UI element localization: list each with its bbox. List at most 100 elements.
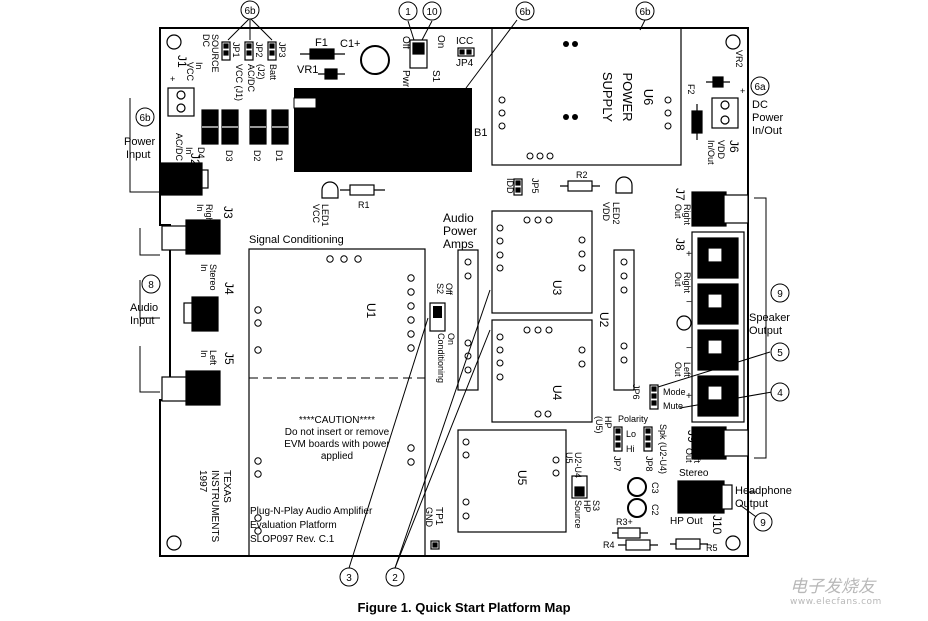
top-components <box>159 39 739 199</box>
jp7-label: JP7 <box>612 456 622 472</box>
jp2-label: JP2 <box>254 42 264 58</box>
j1-in-label: In <box>194 62 204 70</box>
callout-5-text: 5 <box>777 348 783 359</box>
ti-line1: TEXAS <box>221 470 232 503</box>
output-labels: J7 Right Out J8 Right Out + − − + Left O… <box>424 188 724 553</box>
j8-minus: − <box>686 297 692 308</box>
amps-label-3: Amps <box>443 237 474 251</box>
watermark-url: www.elecfans.com <box>790 597 882 607</box>
vcc-j1-label: VCC (J1) <box>234 64 244 101</box>
signal-conditioning-label: Signal Conditioning <box>249 234 344 246</box>
s3-source-label: Source <box>573 500 583 529</box>
ti-line3: 1997 <box>197 470 208 493</box>
caution-line1: Do not insert or remove <box>285 427 390 438</box>
callout-numbers: 6b 1 10 6b 6b 6b 6a 8 9 5 4 9 3 2 <box>139 6 783 584</box>
c3-label: C3 <box>650 482 660 494</box>
j4-in-label: In <box>199 264 209 272</box>
callout-4-text: 4 <box>777 388 783 399</box>
audio-input-jacks <box>161 219 221 406</box>
s2-off-label: Off <box>444 283 454 295</box>
hp-out-label: HP Out <box>670 516 703 527</box>
callout-1-text: 1 <box>405 7 411 18</box>
vr2-label: VR2 <box>734 50 744 68</box>
d4-label: D4 <box>196 147 206 159</box>
callout-10 <box>422 1 442 21</box>
figure-caption: Figure 1. Quick Start Platform Map <box>357 600 571 615</box>
j5-label: J5 <box>222 352 236 365</box>
callout-6b-right-text: 6b <box>639 7 651 18</box>
audio-input-label-1: Audio <box>130 302 158 314</box>
jp6-label: JP6 <box>631 384 641 400</box>
f2-label: F2 <box>686 84 696 95</box>
s3-label: S3 <box>591 500 601 511</box>
external-brackets <box>129 98 767 493</box>
lo-label: Lo <box>626 429 636 439</box>
callout-2-text: 2 <box>392 573 398 584</box>
jp4-label: JP4 <box>456 58 474 69</box>
s2-label: S2 <box>435 283 445 294</box>
gnd-label: GND <box>424 507 434 528</box>
callout-5 <box>770 342 790 362</box>
led1-label: LED1 <box>320 204 330 227</box>
power-input-label-2: Input <box>126 149 150 161</box>
led2-vdd-label: VDD <box>601 202 611 222</box>
j2-in-label: In <box>184 147 194 155</box>
tp1-label: TP1 <box>433 507 444 526</box>
j5-left-label: Left <box>208 350 218 366</box>
spk-label: Spk (U2-U4) <box>658 424 668 474</box>
polarity-label: Polarity <box>618 414 649 424</box>
callout-6b-right <box>635 1 655 21</box>
r4-label: R4 <box>603 540 615 550</box>
callout-9-top-text: 9 <box>777 289 783 300</box>
c1-label: C1+ <box>340 38 361 50</box>
f1-label: F1 <box>315 37 328 49</box>
platform-line1: Plug-N-Play Audio Amplifier <box>250 506 373 517</box>
u1-label: U1 <box>364 303 378 319</box>
audio-power-amps <box>457 210 635 533</box>
leader-lines <box>227 17 773 569</box>
amps-label-1: Audio <box>443 211 474 225</box>
j3-in-label: In <box>195 204 205 212</box>
caution-title: ****CAUTION**** <box>299 415 375 426</box>
callout-6b-top <box>240 0 260 20</box>
external-labels: Power Input Audio Input DC Power In/Out … <box>124 99 792 510</box>
audio-input-label-2: Input <box>130 315 154 327</box>
stereo-label: Stereo <box>679 468 709 479</box>
left-out-out: Out <box>673 362 683 377</box>
watermark-logo: 电子发烧友 www.elecfans.com <box>790 572 882 607</box>
dc-power-label-3: In/Out <box>752 125 782 137</box>
j10-label: J10 <box>710 515 724 535</box>
callout-2 <box>385 567 405 587</box>
callout-6a-text: 6a <box>754 82 766 93</box>
j3-label: J3 <box>221 206 235 219</box>
d2-label: D2 <box>252 150 262 162</box>
u2-label: U2 <box>597 312 611 328</box>
callout-3-text: 3 <box>346 573 352 584</box>
platform-line3: SLOP097 Rev. C.1 <box>250 534 335 545</box>
signal-conditioning-module: U1 Signal Conditioning ****CAUTION**** D… <box>248 234 426 557</box>
j2-label: J2 <box>188 153 202 166</box>
j9-out-label: Out <box>684 448 694 463</box>
platform-map-diagram: U6 POWER SUPPLY B1 <box>124 0 792 587</box>
caution-line3: applied <box>321 451 353 462</box>
j7-out-label: Out <box>673 204 683 219</box>
hp-label: HP <box>603 416 613 429</box>
d3-label: D3 <box>224 150 234 162</box>
u2u4-label: U2-U4 <box>573 452 583 478</box>
dc-power-label-2: Power <box>752 112 784 124</box>
j1-plus: + <box>170 74 175 84</box>
u5-sw-label: U5 <box>564 452 574 464</box>
j8-plus: + <box>686 249 692 260</box>
mode-label: Mode <box>663 387 686 397</box>
led2-label: LED2 <box>611 202 621 225</box>
headphone-output-label-1: Headphone <box>735 485 792 497</box>
j2-acdc-label: AC/DC <box>174 133 184 162</box>
ti-line2: INSTRUMENTS <box>209 470 220 543</box>
platform-line2: Evaluation Platform <box>250 520 337 531</box>
j3-right-label: Right <box>204 204 214 226</box>
callout-6b-left-text: 6b <box>139 113 151 124</box>
s1-label: S1 <box>430 70 441 83</box>
callout-8 <box>141 274 161 294</box>
speaker-output-label-1: Speaker <box>749 312 790 324</box>
r3-label: R3+ <box>616 517 633 527</box>
